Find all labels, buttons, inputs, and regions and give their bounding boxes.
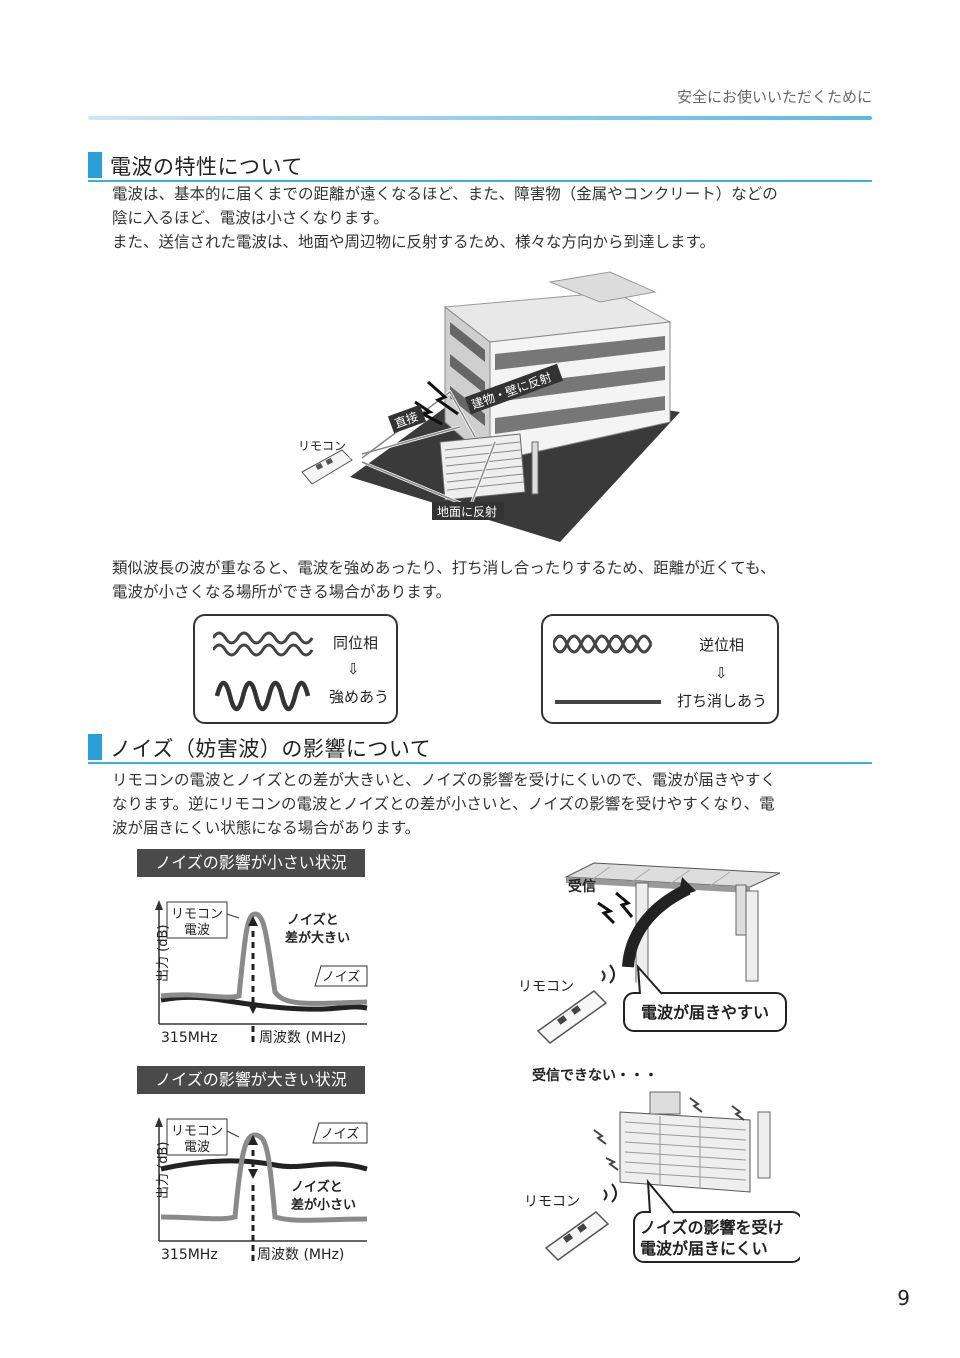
bad-reception-illustration: 受信できない・・・ リモコン ノイズの影響を受け 電波が届きにくい: [524, 1067, 800, 1263]
large-difference-label: ノイズと: [287, 912, 339, 928]
fence-illustration: [439, 433, 526, 501]
remote-wave-label: 電波: [184, 923, 210, 938]
paragraph-line: また、送信された電波は、地面や周辺物に反射するため、様々な方向から到達します。: [112, 233, 715, 251]
in-phase-box: 同位相 ⇩ 強めあう: [193, 614, 398, 724]
remote-control-illustration: [544, 1211, 610, 1261]
header-title: 安全にお使いいただくために: [676, 88, 872, 106]
small-noise-graph: リモコン 電波 ノイズと 差が大きい ノイズ 出力 (dB) 315MHz 周波…: [155, 900, 368, 1046]
remote-label: リモコン: [524, 1194, 580, 1210]
down-arrow-icon: ⇩: [347, 660, 360, 678]
large-noise-banner: ノイズの影響が大きい状況: [137, 1066, 365, 1094]
remote-wave-label: 電波: [184, 1140, 210, 1155]
good-reception-callout: 電波が届きやすい: [641, 1003, 769, 1022]
remote-wave-label: リモコン: [171, 907, 223, 922]
section-heading-radio-characteristics: 電波の特性について: [88, 152, 872, 182]
paragraph-line: 電波は、基本的に届くまでの距離が遠くなるほど、また、障害物（金属やコンクリート）…: [112, 185, 778, 203]
in-phase-label: 同位相: [333, 634, 379, 652]
ground-reflection-label: 地面に反射: [437, 504, 497, 519]
page-number: 9: [897, 1286, 910, 1310]
y-axis-label: 出力 (dB): [156, 925, 171, 982]
remote-wave-label: リモコン: [171, 1124, 223, 1139]
x-axis-label: 周波数 (MHz): [257, 1247, 344, 1263]
anti-phase-box: 逆位相 ⇩ 打ち消しあう: [541, 614, 779, 724]
lightning-icon: [414, 400, 443, 426]
cancel-out-label: 打ち消しあう: [677, 692, 768, 710]
paragraph-line: 陰に入るほど、電波は小さくなります。: [112, 209, 389, 227]
remote-label: リモコン: [298, 439, 346, 453]
cannot-receive-label: 受信できない・・・: [532, 1067, 658, 1084]
bad-reception-callout: 電波が届きにくい: [640, 1239, 768, 1258]
noise-label: ノイズ: [321, 1126, 360, 1142]
interference-paragraph: 類似波長の波が重なると、電波を強めあったり、打ち消し合ったりするため、距離が近く…: [112, 556, 882, 604]
bad-reception-callout: ノイズの影響を受け: [640, 1218, 784, 1237]
direct-label: 直接: [392, 409, 420, 431]
lightning-icon: [615, 891, 634, 918]
x-axis-label: 周波数 (MHz): [259, 1030, 346, 1046]
noise-label: ノイズ: [322, 969, 361, 985]
remote-label: リモコン: [518, 979, 574, 995]
down-arrow-icon: ⇩: [715, 664, 728, 682]
radio-characteristics-paragraph: 電波は、基本的に届くまでの距離が遠くなるほど、また、障害物（金属やコンクリート）…: [112, 182, 882, 254]
heading-marker: [88, 152, 102, 178]
paragraph-line: なります。逆にリモコンの電波とノイズとの差が小さいと、ノイズの影響を受けやすくな…: [112, 795, 775, 813]
good-reception-illustration: 受信 リモコン 電波が届きやすい: [518, 862, 787, 1044]
paragraph-line: 類似波長の波が重なると、電波を強めあったり、打ち消し合ったりするため、距離が近く…: [112, 559, 776, 577]
anti-phase-waves: [553, 634, 661, 704]
noise-lightning-icons: [593, 1097, 745, 1171]
fence-illustration: [619, 1111, 751, 1193]
paragraph-line: 電波が小さくなる場所ができる場合があります。: [112, 583, 452, 601]
section-heading-noise-effect: ノイズ（妨害波）の影響について: [88, 734, 872, 764]
section-title: ノイズ（妨害波）の影響について: [110, 737, 432, 761]
lightning-icon: [427, 380, 459, 416]
paragraph-line: 波が届きにくい状態になる場合があります。: [112, 819, 421, 837]
receive-label: 受信: [568, 878, 596, 895]
small-noise-banner: ノイズの影響が小さい状況: [137, 849, 365, 877]
large-difference-label: 差が大きい: [285, 930, 350, 946]
large-noise-graph: リモコン 電波 ノイズ ノイズと 差が小さい 出力 (dB) 315MHz 周波…: [155, 1117, 368, 1263]
lightning-icon: [597, 901, 616, 925]
section-title: 電波の特性について: [110, 155, 303, 179]
remote-control-illustration: [536, 990, 608, 1044]
small-difference-label: ノイズと: [291, 1179, 343, 1195]
paragraph-line: リモコンの電波とノイズとの差が大きいと、ノイズの影響を受けにくいので、電波が届き…: [112, 771, 776, 789]
frequency-tick-label: 315MHz: [161, 1247, 218, 1263]
heading-marker: [88, 734, 102, 760]
y-axis-label: 出力 (dB): [156, 1142, 171, 1199]
reinforce-label: 強めあう: [329, 688, 390, 706]
small-difference-label: 差が小さい: [291, 1197, 356, 1213]
anti-phase-label: 逆位相: [699, 636, 745, 654]
remote-control-illustration: [301, 449, 353, 485]
frequency-tick-label: 315MHz: [161, 1030, 218, 1046]
reflection-illustration: リモコン 直接 建物・壁に反射 地面に反射: [298, 271, 680, 542]
header-rule: [88, 116, 872, 120]
in-phase-waves: [213, 631, 314, 712]
noise-paragraph: リモコンの電波とノイズとの差が大きいと、ノイズの影響を受けにくいので、電波が届き…: [112, 768, 882, 840]
